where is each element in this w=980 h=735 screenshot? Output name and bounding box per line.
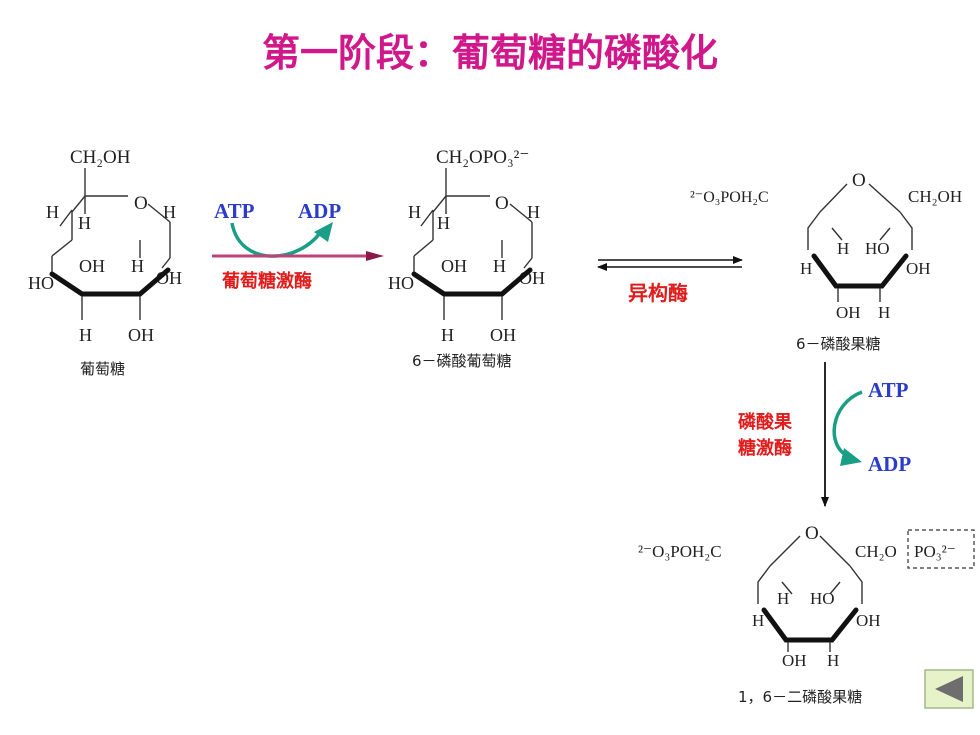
step3-enzyme-line2: 糖激酶	[738, 437, 792, 459]
f16bp-oh-outer-right: OH	[856, 611, 881, 630]
glucose-h-inner-right: H	[131, 256, 144, 276]
step1-cofactor-arrowhead	[314, 222, 333, 242]
f6p-h-bottom: H	[878, 303, 890, 322]
step3-cofactor-arrowhead	[840, 448, 862, 466]
step3-adp: ADP	[868, 452, 911, 476]
f6p-h-outer-left: H	[800, 259, 812, 278]
f6p-caption: 6－磷酸果糖	[796, 335, 881, 353]
glucose-oh-inner: OH	[79, 256, 105, 276]
f16bp-h-outer-left: H	[752, 611, 764, 630]
g6p-structure: CH₂OPO₃²⁻ O H H H OH H HO OH H OH 6－磷酸葡萄…	[388, 147, 545, 370]
f16bp-oh-bottom: OH	[782, 651, 807, 670]
f16bp-ring-oxygen: O	[805, 523, 819, 544]
g6p-top-group: CH₂OPO₃²⁻	[436, 147, 529, 168]
f16bp-left-group: ²⁻O₃POH₂C	[638, 542, 722, 561]
page-title: 第一阶段：葡萄糖的磷酸化	[262, 31, 718, 75]
f16bp-right-group-a: CH₂O	[855, 542, 897, 561]
step1-reaction: ATP ADP 葡萄糖激酶	[212, 199, 384, 292]
glucose-oh-bottom: OH	[128, 325, 154, 345]
f16bp-h-bottom: H	[827, 651, 839, 670]
g6p-ring-oxygen: O	[495, 193, 509, 214]
g6p-h-bottom: H	[441, 325, 454, 345]
f6p-structure: ²⁻O₃POH₂C O CH₂OH H HO H OH OH H 6－磷酸果糖	[690, 170, 962, 353]
g6p-h-outer-left: H	[408, 202, 421, 222]
f6p-right-group: CH₂OH	[908, 187, 962, 206]
g6p-h-inner-left: H	[437, 213, 450, 233]
step3-reaction: ATP ADP 磷酸果 糖激酶	[738, 362, 911, 507]
g6p-caption: 6－磷酸葡萄糖	[412, 352, 512, 370]
glucose-structure: CH₂OH O H H H OH H HO OH H OH 葡萄糖	[28, 147, 182, 378]
f6p-ho-inner-right: HO	[865, 239, 890, 258]
f16bp-caption: 1，6－二磷酸果糖	[738, 688, 862, 706]
step2-reaction: 异构酶	[597, 256, 743, 305]
step3-enzyme-line1: 磷酸果	[738, 411, 793, 433]
f6p-left-group: ²⁻O₃POH₂C	[690, 189, 769, 206]
glucose-h-upper-right: H	[163, 202, 176, 222]
glucose-h-bottom: H	[79, 325, 92, 345]
glucose-caption: 葡萄糖	[80, 360, 125, 378]
step1-adp: ADP	[298, 199, 341, 223]
f16bp-ho-inner-right: HO	[810, 589, 835, 608]
step1-enzyme: 葡萄糖激酶	[221, 270, 312, 292]
g6p-h-upper-right: H	[527, 202, 540, 222]
step1-atp: ATP	[214, 199, 255, 223]
g6p-ho-left: HO	[388, 273, 414, 293]
f16bp-phosphate-highlight-box	[907, 529, 975, 569]
f16bp-structure: ²⁻O₃POH₂C O CH₂O PO₃²⁻ H HO H OH OH H 1，…	[638, 523, 975, 706]
glucose-h-inner-left: H	[78, 213, 91, 233]
f6p-ring-oxygen: O	[852, 170, 866, 191]
f16bp-right-group-b: PO₃²⁻	[914, 542, 956, 561]
f16bp-h-inner-left: H	[777, 589, 789, 608]
g6p-h-inner-right: H	[493, 256, 506, 276]
g6p-oh-bottom: OH	[490, 325, 516, 345]
step1-main-arrowhead	[366, 251, 384, 261]
glucose-ring-oxygen: O	[134, 193, 148, 214]
glucose-ch2oh: CH₂OH	[70, 147, 131, 168]
g6p-oh-inner: OH	[441, 256, 467, 276]
f6p-h-inner-left: H	[837, 239, 849, 258]
back-arrow-icon	[935, 676, 963, 702]
step3-cofactor-curve	[832, 390, 863, 458]
step2-enzyme: 异构酶	[628, 281, 688, 305]
f6p-oh-bottom: OH	[836, 303, 861, 322]
step1-cofactor-curve	[230, 222, 324, 258]
back-button[interactable]	[924, 669, 974, 709]
glucose-ho-left: HO	[28, 273, 54, 293]
step3-atp: ATP	[868, 378, 909, 402]
f6p-oh-outer-right: OH	[906, 259, 931, 278]
glucose-h-outer-left: H	[46, 202, 59, 222]
